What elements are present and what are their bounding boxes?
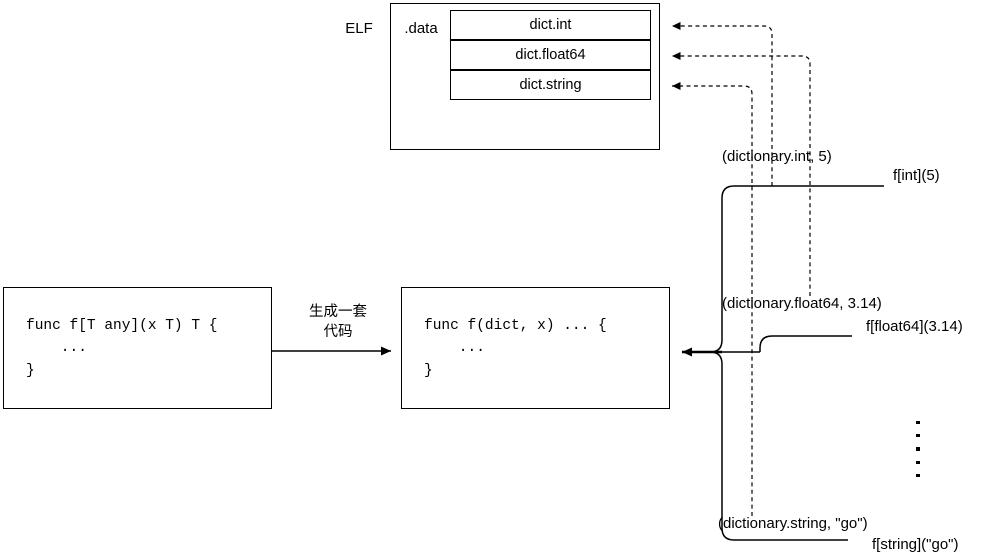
dict-entry-label: dict.int <box>529 17 572 33</box>
callsite-tuple-float64: (dictionary.float64, 3.14) <box>722 295 882 312</box>
ellipsis-dot <box>916 473 920 477</box>
ellipsis-dot <box>916 447 920 451</box>
ellipsis-dot <box>916 421 920 425</box>
callsite-solid-connectors <box>682 185 884 541</box>
instantiated-code-box: func f(dict, x) ... { ... } <box>401 287 670 409</box>
instantiated-code-text: func f(dict, x) ... { ... } <box>424 318 607 379</box>
callsite-call-int: f[int](5) <box>893 167 940 184</box>
callsite-call-float64: f[float64](3.14) <box>866 318 963 335</box>
dict-entry-label: dict.string <box>519 77 582 93</box>
vertical-ellipsis-icon <box>915 421 921 477</box>
callsite-tuple-string: (dictionary.string, "go") <box>718 515 868 532</box>
transform-arrow-label: 生成一套 代码 <box>309 304 367 340</box>
elf-label: ELF <box>345 20 373 37</box>
dict-dashed-connectors <box>672 22 811 516</box>
generic-code-box: func f[T any](x T) T { ... } <box>3 287 272 409</box>
callsite-call-string: f[string]("go") <box>872 536 959 553</box>
data-section-label: .data <box>404 20 438 37</box>
generic-code-text: func f[T any](x T) T { ... } <box>26 318 218 379</box>
dict-entry-label: dict.float64 <box>515 47 586 63</box>
dict-entry-string: dict.string <box>450 70 651 100</box>
dict-entry-float64: dict.float64 <box>450 40 651 70</box>
dict-entry-int: dict.int <box>450 10 651 40</box>
callsite-tuple-int: (dictionary.int, 5) <box>722 148 832 165</box>
ellipsis-dot <box>916 434 920 438</box>
ellipsis-dot <box>916 460 920 464</box>
